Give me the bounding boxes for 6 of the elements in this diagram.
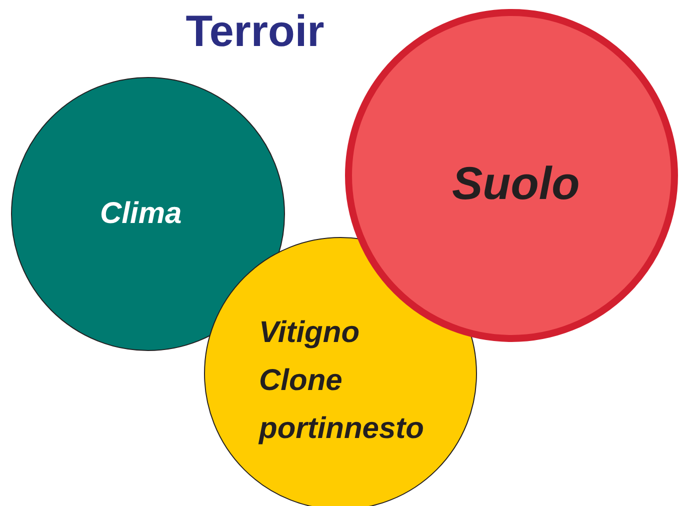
node-label: Suolo bbox=[452, 160, 580, 206]
node-label: portinnesto bbox=[259, 414, 424, 444]
diagram-title: Terroir bbox=[184, 10, 326, 54]
node-label: Vitigno bbox=[259, 318, 360, 348]
node-label: Clone bbox=[259, 366, 342, 396]
node-label: Clima bbox=[100, 199, 182, 229]
